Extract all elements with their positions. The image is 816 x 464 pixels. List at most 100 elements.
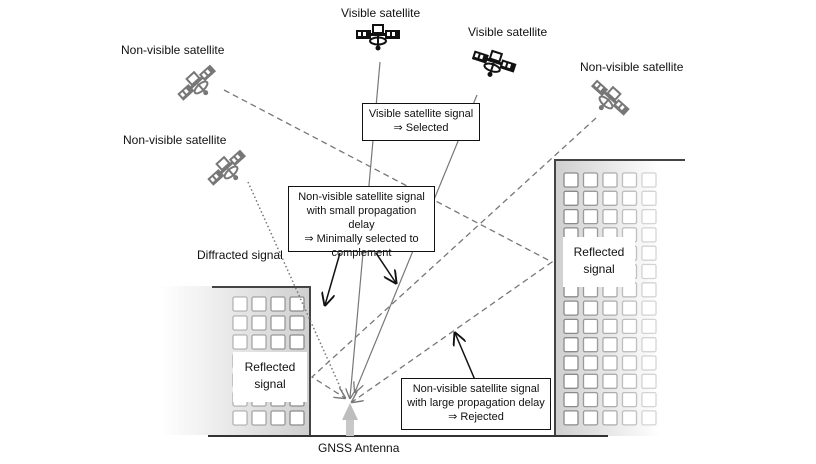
building-window	[641, 318, 657, 335]
building-window	[641, 190, 657, 206]
building-window	[602, 337, 618, 353]
building-window	[582, 318, 599, 335]
building-window	[621, 373, 638, 389]
building-window	[621, 318, 638, 335]
reflected-signal-small-delay-line	[310, 117, 597, 398]
building-window	[563, 172, 579, 188]
callout-line: with small propagation delay	[306, 205, 417, 231]
building-window	[270, 410, 286, 426]
callout-arrow-diffracted	[325, 252, 341, 305]
callout-line: ⇒ Minimally selected to	[304, 233, 419, 245]
building-window	[563, 208, 579, 225]
building-window	[641, 282, 657, 298]
building-window	[641, 300, 657, 316]
building-window	[621, 208, 638, 225]
building-window	[621, 172, 638, 188]
building-window	[251, 410, 267, 426]
building-window	[582, 391, 599, 408]
building-window	[582, 190, 599, 206]
building-window	[251, 334, 267, 350]
right-building-body	[555, 160, 660, 436]
building-window	[232, 334, 248, 350]
reflected-signal-label-left: Reflected signal	[233, 352, 307, 402]
callout-visible-selected: Visible satellite signal ⇒ Selected	[362, 103, 480, 141]
building-window	[270, 334, 286, 350]
building-window	[582, 208, 599, 225]
callout-line: Visible satellite signal	[368, 108, 474, 120]
callout-arrow-reflected-large	[455, 333, 476, 381]
building-window	[563, 355, 579, 371]
visible-satellite-label-1: Visible satellite	[341, 6, 421, 20]
building-window	[563, 373, 579, 389]
building-window	[641, 337, 657, 353]
building-window	[251, 296, 267, 312]
nonvisible-satellite-icon-left-mid	[202, 144, 255, 196]
building-window	[641, 373, 657, 389]
reflected-label-line: signal	[583, 262, 615, 276]
building-window	[602, 172, 618, 188]
building-window	[582, 337, 599, 353]
building-window	[641, 245, 657, 261]
callout-small-delay: Non-visible satellite signal with small …	[288, 186, 435, 259]
building-window	[621, 355, 638, 371]
building-window	[641, 227, 657, 243]
building-window	[621, 337, 638, 353]
building-window	[270, 296, 286, 312]
building-window	[641, 172, 657, 188]
callout-line: Non-visible satellite signal	[412, 383, 540, 395]
building-window	[563, 318, 579, 335]
callout-line: complement	[331, 247, 392, 259]
building-window	[582, 355, 599, 371]
building-window	[251, 315, 267, 331]
reflected-label-line: signal	[254, 377, 286, 391]
reflected-label-line: Reflected	[573, 245, 625, 259]
nonvisible-satellite-label-right: Non-visible satellite	[580, 60, 684, 74]
nonvisible-satellite-icon-left-top	[172, 59, 225, 111]
gnss-antenna-icon	[342, 403, 358, 436]
building-window	[641, 410, 657, 426]
callout-large-delay: Non-visible satellite signal with large …	[401, 378, 551, 430]
reflected-label-line: Reflected	[244, 360, 296, 374]
building-window	[289, 296, 305, 312]
building-window	[232, 410, 248, 426]
building-window	[563, 391, 579, 408]
callout-line: ⇒ Selected	[393, 122, 449, 134]
reflected-signal-large-delay-line	[223, 89, 554, 402]
diffracted-signal-label: Diffracted signal	[197, 248, 283, 262]
building-window	[641, 391, 657, 408]
visible-satellite-label-2: Visible satellite	[468, 25, 548, 39]
visible-satellite-icon-1	[355, 24, 401, 52]
nonvisible-satellite-icon-right	[582, 74, 635, 126]
building-window	[582, 373, 599, 389]
building-window	[602, 208, 618, 225]
left-building-outline	[212, 286, 311, 436]
building-window	[641, 263, 657, 280]
visible-satellite-icon-2	[467, 44, 520, 85]
building-window	[232, 315, 248, 331]
right-building	[554, 159, 685, 436]
building-window	[289, 315, 305, 331]
building-window	[232, 296, 248, 312]
building-window	[582, 300, 599, 316]
building-window	[563, 337, 579, 353]
building-window	[641, 208, 657, 225]
callout-arrow-reflected-small	[375, 252, 396, 283]
building-window	[602, 410, 618, 426]
nonvisible-satellite-label-left-mid: Non-visible satellite	[123, 133, 227, 147]
building-window	[582, 410, 599, 426]
building-window	[602, 373, 618, 389]
building-window	[602, 355, 618, 371]
building-window	[602, 190, 618, 206]
building-window	[602, 318, 618, 335]
building-window	[641, 355, 657, 371]
gnss-antenna-label: GNSS Antenna	[318, 441, 400, 455]
building-window	[563, 190, 579, 206]
building-window	[621, 190, 638, 206]
building-window	[602, 300, 618, 316]
building-window	[289, 334, 305, 350]
callout-line: with large propagation delay	[407, 397, 545, 409]
callout-line: Non-visible satellite signal	[298, 191, 425, 203]
nonvisible-satellite-label-left-top: Non-visible satellite	[121, 43, 225, 57]
building-window	[621, 391, 638, 408]
